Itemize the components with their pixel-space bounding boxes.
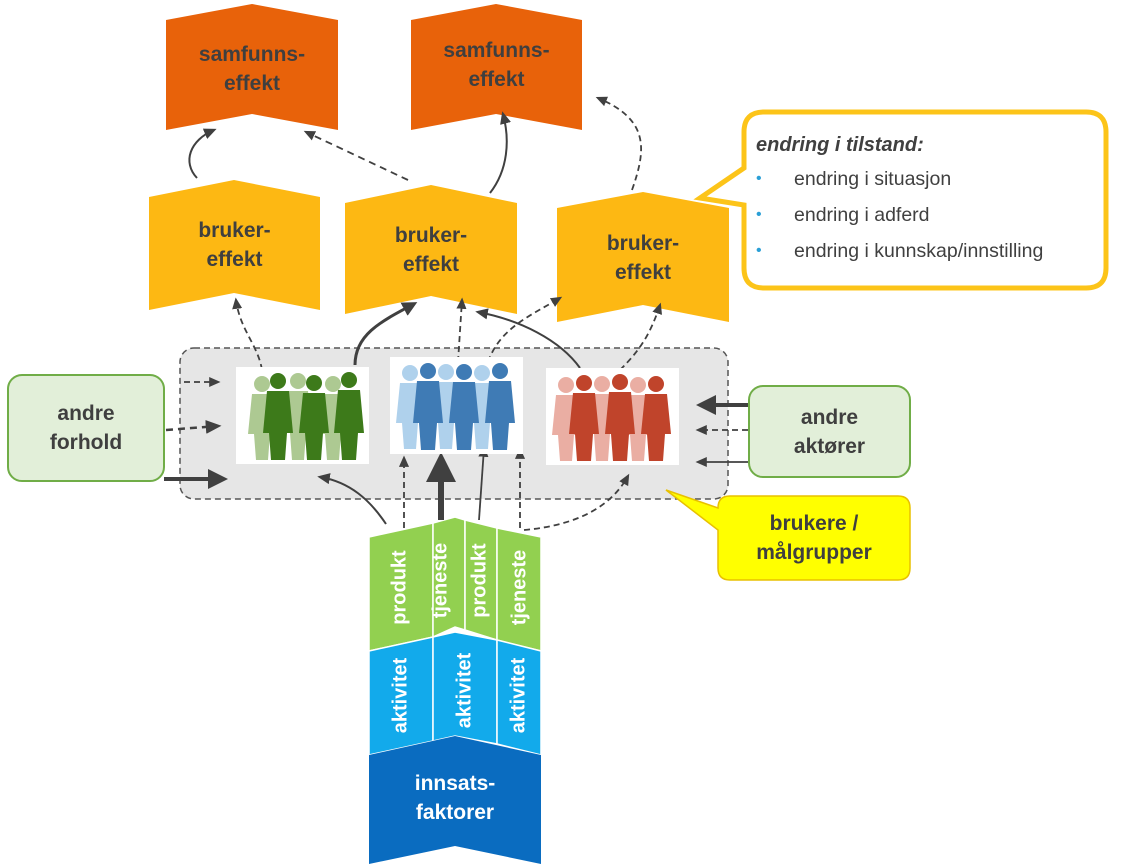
activity-label-3: aktivitet: [507, 657, 530, 733]
samfunnseffekt-label-1: samfunns-effekt: [198, 43, 306, 95]
arrow-forhold-2: [165, 419, 222, 434]
arrow-output-red: [523, 473, 630, 531]
bullet-icon: •: [756, 242, 762, 259]
arrow-red-bruker2: [475, 308, 581, 369]
samfunnseffekt-shape-2: [411, 4, 582, 130]
andre-forhold-box: [7, 374, 165, 482]
people-group-green: [236, 367, 369, 464]
tilstand-title: endring i tilstand:: [756, 134, 924, 156]
tilstand-callout-shape: [693, 109, 1109, 291]
arrow-green-bruker2: [353, 302, 418, 366]
tilstand-list: •endring i situasjon •endring i adferd •…: [756, 167, 1101, 263]
arrow-blue-bruker2: [456, 297, 467, 363]
activity-label-2: aktivitet: [453, 652, 476, 728]
samfunnseffekt-label-2: samfunns-effekt: [443, 39, 550, 91]
tilstand-item: •endring i adferd: [756, 204, 930, 226]
arrow-bruker1-samfunn1: [188, 128, 217, 179]
innsats-label: innsats-faktorer: [414, 772, 496, 824]
brukereffekt-label-1: bruker-effekt: [198, 219, 271, 271]
samfunnseffekt-shape-1: [166, 4, 338, 130]
arrow-blue-bruker3: [487, 296, 563, 363]
arrow-bruker3-samfunn2: [595, 96, 642, 191]
people-group-red-icon: [552, 374, 671, 461]
bullet-icon: •: [756, 206, 762, 223]
tilstand-callout: endring i tilstand: •endring i situasjon…: [756, 134, 1101, 275]
people-group-blue-icon: [396, 363, 515, 450]
arrow-bruker2-samfunn1: [303, 130, 409, 181]
brukereffekt-label-3: bruker-effekt: [606, 232, 680, 284]
arrow-green-bruker1: [232, 297, 263, 371]
arrow-bruker2-samfunn2: [489, 111, 511, 194]
brukere-label: brukere /målgrupper: [756, 512, 872, 564]
people-group-green-icon: [248, 372, 364, 460]
arrow-output-blue-3: [478, 445, 489, 521]
brukereffekt-shape-1: [149, 180, 320, 310]
tilstand-item: •endring i situasjon: [756, 168, 952, 190]
brukere-callout-shape: [665, 489, 911, 581]
innsats-shape: [369, 736, 541, 864]
brukereffekt-shape-3: [557, 192, 729, 322]
output-label-3: produkt: [468, 543, 491, 618]
andre-aktorer-box: [748, 385, 911, 478]
brukereffekt-label-2: bruker-effekt: [394, 224, 468, 276]
people-group-red: [546, 368, 679, 465]
tilstand-item: •endring i kunnskap/innstilling: [756, 240, 1044, 262]
brukereffekt-shape-2: [345, 185, 517, 314]
arrow-output-green: [317, 473, 387, 525]
bullet-icon: •: [756, 170, 762, 187]
people-group-blue: [390, 357, 523, 454]
output-label-4: tjeneste: [508, 549, 531, 626]
activity-label-1: aktivitet: [389, 657, 412, 733]
